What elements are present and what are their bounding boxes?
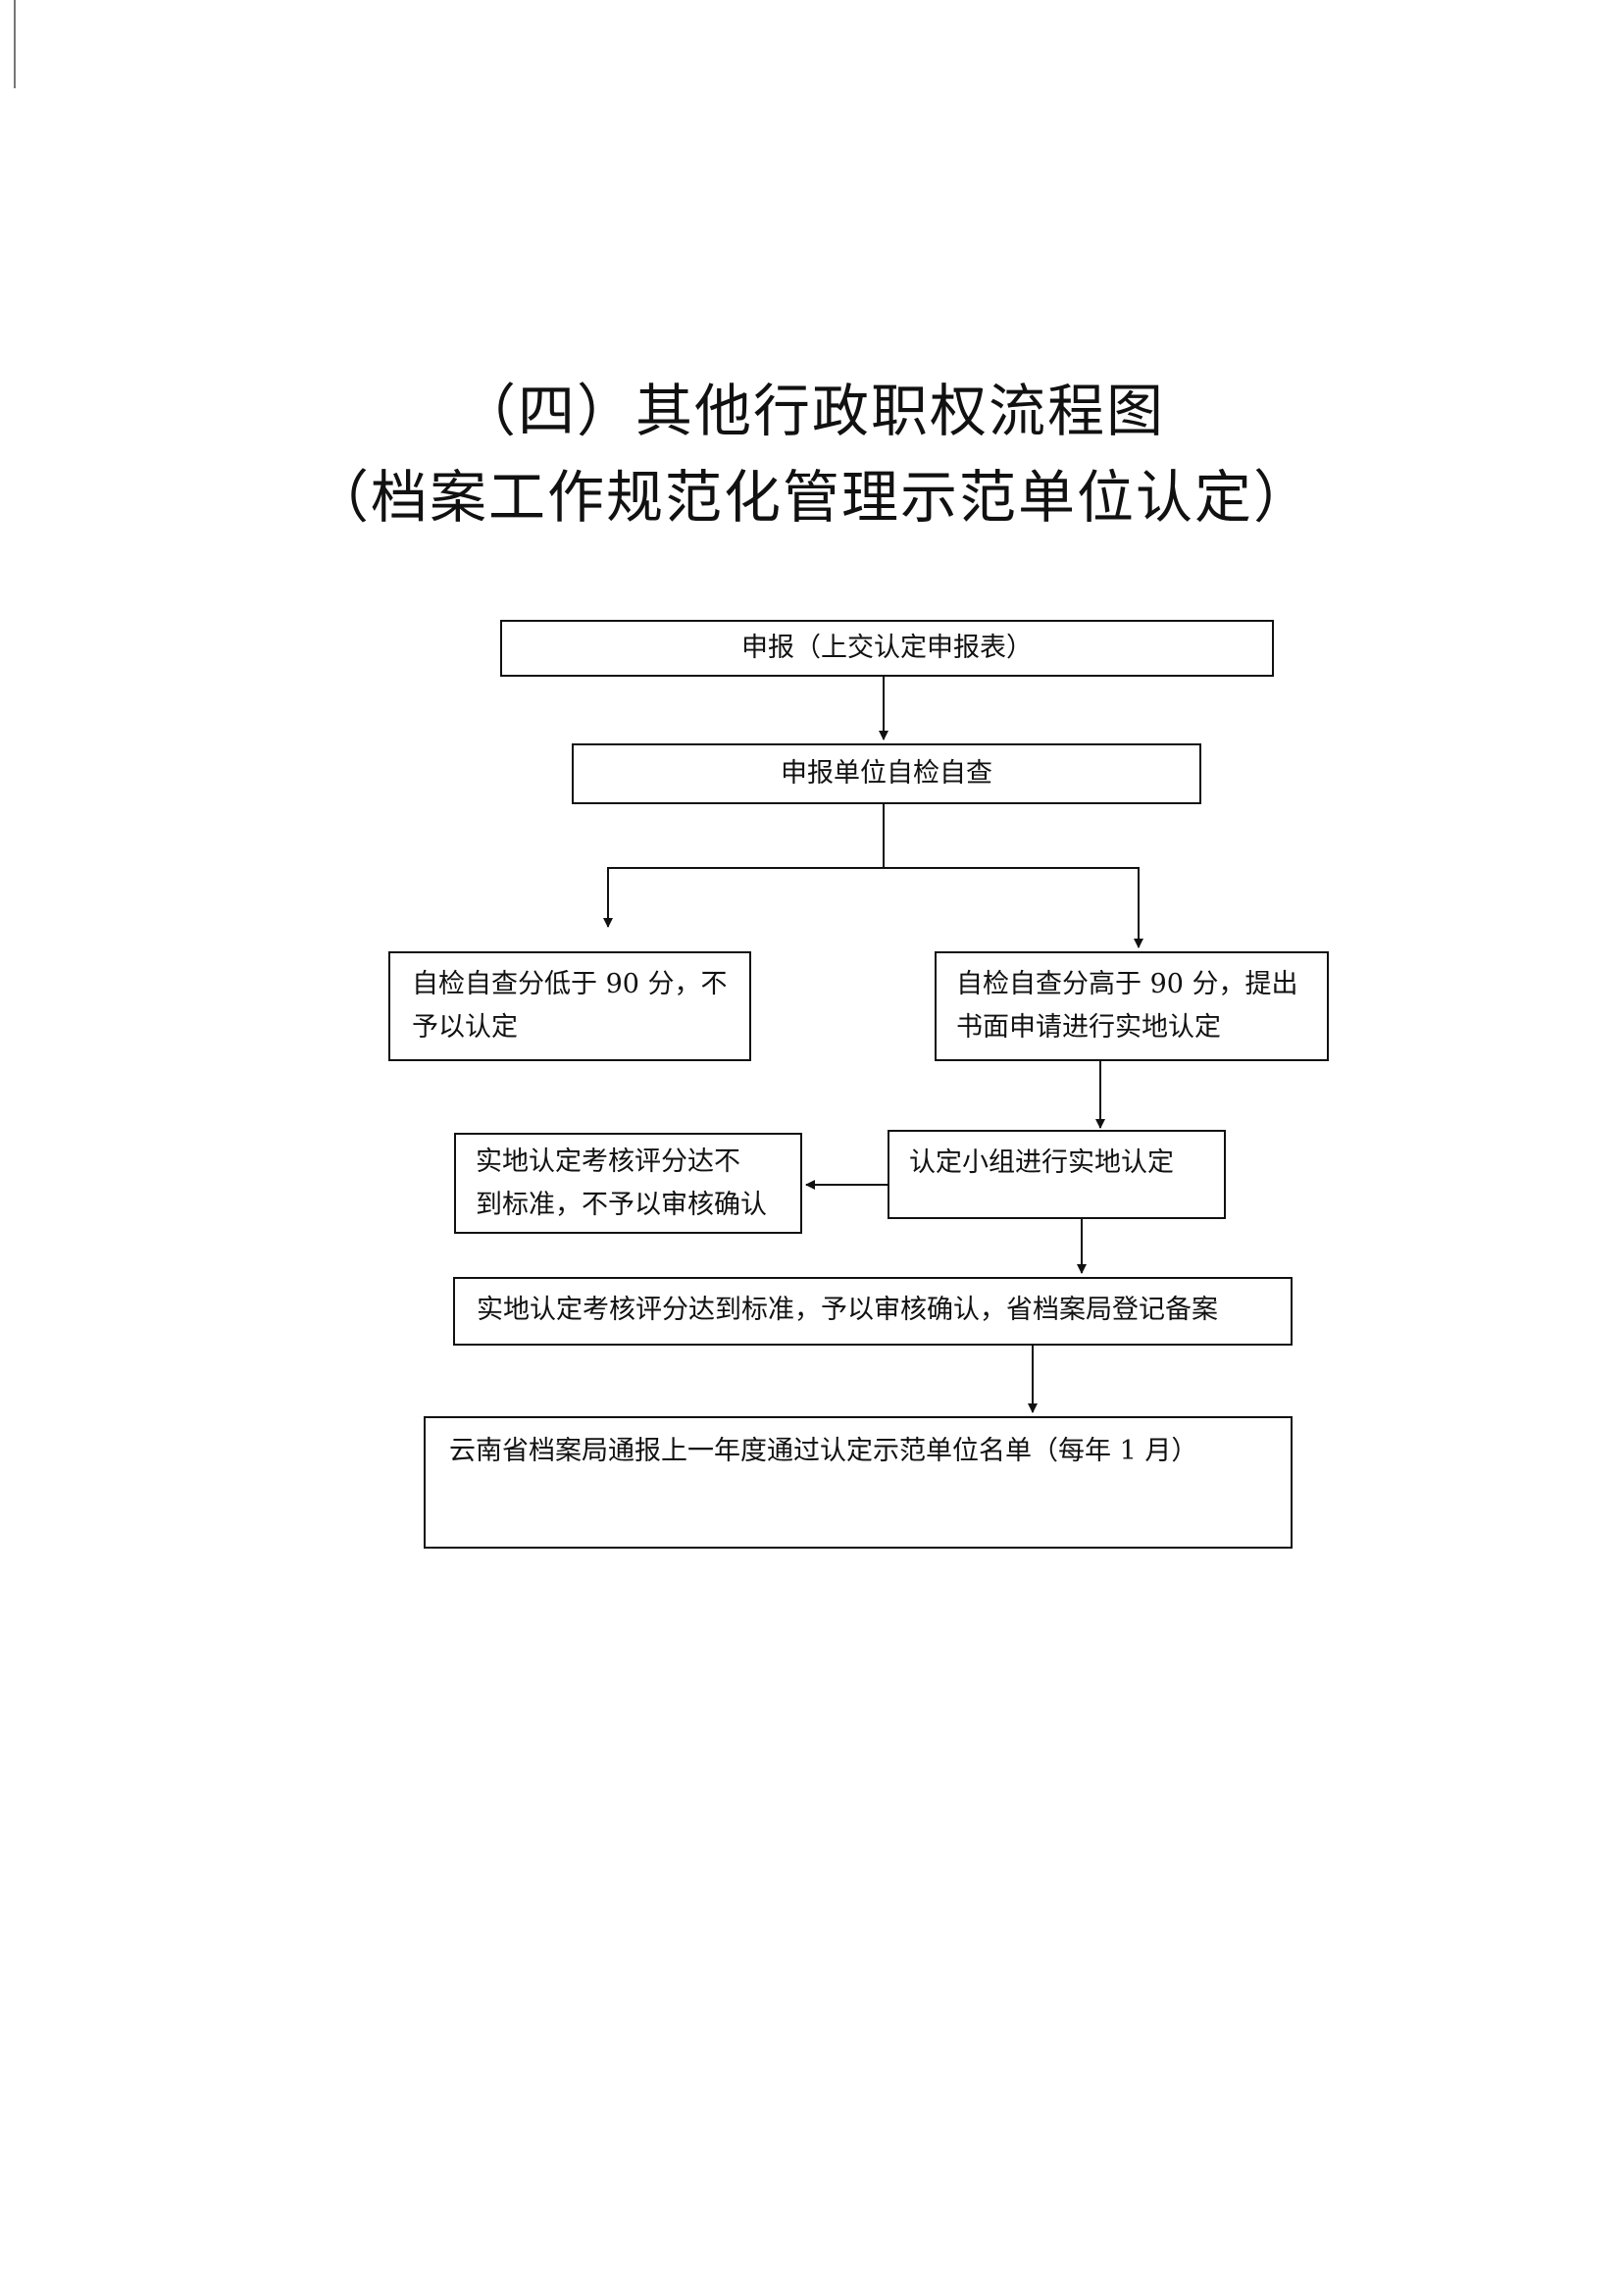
step-self-check-box: 申报单位自检自查 — [572, 743, 1201, 804]
branch-high-score-line2: 书面申请进行实地认定 — [956, 1012, 1221, 1043]
page-title: （四）其他行政职权流程图 — [458, 378, 1165, 444]
branch-low-score-box: 自检自查分低于 90 分，不 予以认定 — [388, 951, 751, 1061]
scan-edge-mark — [14, 0, 16, 88]
branch-high-score-box: 自检自查分高于 90 分，提出 书面申请进行实地认定 — [935, 951, 1329, 1061]
step-self-check-label: 申报单位自检自查 — [781, 758, 992, 789]
onsite-pass-label: 实地认定考核评分达到标准，予以审核确认，省档案局登记备案 — [477, 1295, 1218, 1325]
page-subtitle: （档案工作规范化管理示范单位认定） — [311, 464, 1312, 531]
connector-to-high-branch — [884, 867, 1143, 948]
branch-high-score-line1: 自检自查分高于 90 分，提出 — [956, 969, 1298, 999]
step-publish-label: 云南省档案局通报上一年度通过认定示范单位名单（每年 1 月） — [449, 1436, 1198, 1466]
step-onsite-box: 认定小组进行实地认定 — [888, 1130, 1226, 1219]
onsite-fail-line1: 实地认定考核评分达不 — [476, 1146, 740, 1177]
step-publish-box: 云南省档案局通报上一年度通过认定示范单位名单（每年 1 月） — [424, 1416, 1293, 1549]
step-onsite-label: 认定小组进行实地认定 — [909, 1147, 1174, 1178]
onsite-fail-box: 实地认定考核评分达不 到标准，不予以审核确认 — [454, 1133, 802, 1234]
step-declare-label: 申报（上交认定申报表） — [741, 633, 1033, 663]
branch-low-score-line2: 予以认定 — [412, 1012, 518, 1043]
connector-self-check-split — [603, 804, 885, 928]
step-declare-box: 申报（上交认定申报表） — [500, 620, 1274, 677]
branch-low-score-line1: 自检自查分低于 90 分，不 — [412, 969, 728, 999]
onsite-fail-line2: 到标准，不予以审核确认 — [476, 1190, 767, 1220]
onsite-pass-box: 实地认定考核评分达到标准，予以审核确认，省档案局登记备案 — [453, 1277, 1293, 1346]
